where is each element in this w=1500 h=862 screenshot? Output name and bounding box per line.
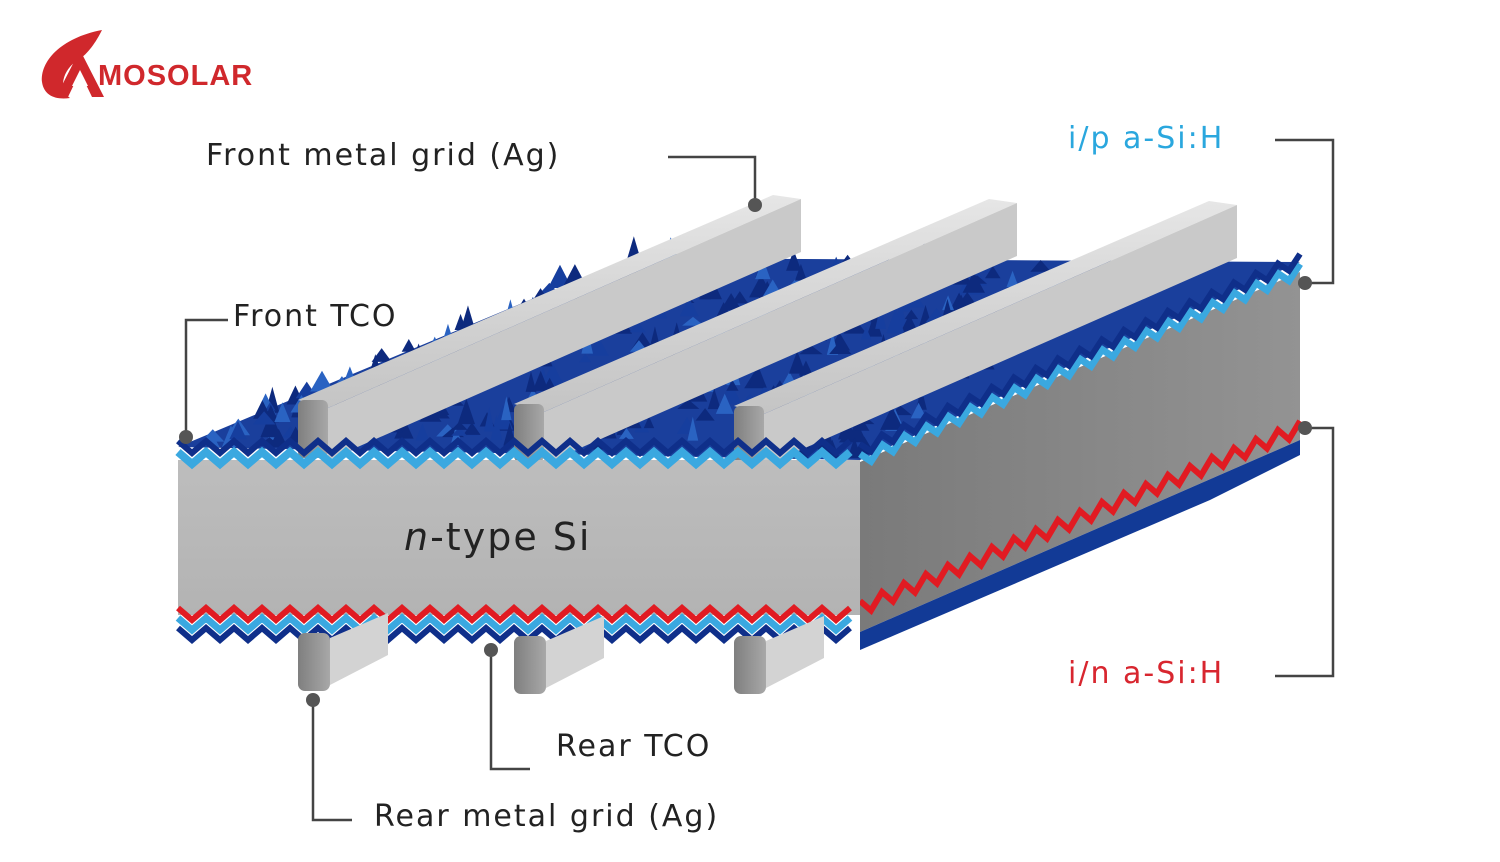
silicon-front-face	[178, 460, 860, 615]
leader-front-metal-grid	[668, 155, 757, 205]
side-bottom-texture	[860, 440, 1300, 650]
front-ip-layer	[175, 446, 853, 470]
n-type-suffix: -type Si	[430, 515, 592, 559]
label-rear-metal-grid: Rear metal grid (Ag)	[374, 799, 720, 834]
leader-dots	[179, 198, 1312, 707]
front-rear-texture	[176, 624, 852, 644]
leader-rear-tco	[489, 650, 530, 771]
n-prefix: n	[404, 515, 431, 559]
amosolar-logo	[41, 30, 104, 99]
front-rear-tco-layer	[175, 613, 853, 635]
label-front-metal-grid: Front metal grid (Ag)	[206, 138, 561, 173]
front-in-layer	[176, 604, 852, 624]
front-metal-grid-fingers	[298, 195, 1237, 466]
leader-rear-metal-grid	[311, 700, 352, 822]
leader-ip-asih	[1275, 138, 1335, 285]
label-front-tco: Front TCO	[233, 299, 398, 334]
label-ip-asih: i/p a-Si:H	[1068, 121, 1225, 156]
label-in-asih: i/n a-Si:H	[1068, 656, 1225, 691]
label-n-type-si: n-type Si	[404, 515, 591, 559]
side-ip-layer	[858, 262, 1303, 467]
label-rear-tco: Rear TCO	[556, 729, 712, 764]
flame-inner-icon	[56, 50, 104, 97]
flame-icon	[41, 30, 102, 99]
flame-highlight-icon	[72, 70, 88, 86]
front-tco-layer	[176, 437, 852, 457]
leader-in-asih	[1275, 426, 1335, 678]
side-front-tco-layer	[858, 252, 1303, 456]
leader-lines	[184, 138, 1335, 822]
silicon-side-face	[860, 272, 1300, 632]
side-in-layer	[858, 419, 1303, 616]
leader-front-tco	[184, 318, 228, 437]
logo-text: MOSOLAR	[98, 60, 254, 92]
rear-metal-grid-stubs	[298, 613, 824, 694]
